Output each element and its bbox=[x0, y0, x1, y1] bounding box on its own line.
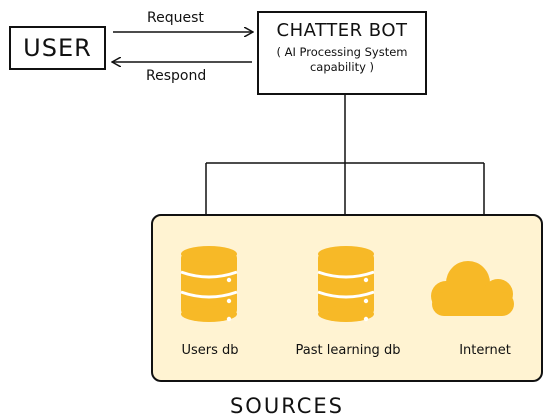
source-label-users-db: Users db bbox=[181, 343, 239, 358]
sources-title: SOURCES bbox=[229, 394, 345, 418]
chatter-bot-box: CHATTER BOT ( AI Processing System capab… bbox=[257, 11, 427, 95]
database-icon bbox=[317, 246, 375, 322]
source-label-past-learning-db: Past learning db bbox=[295, 343, 401, 358]
chatter-bot-title: CHATTER BOT bbox=[276, 20, 408, 41]
request-label: Request bbox=[147, 10, 204, 26]
user-box: USER bbox=[9, 26, 106, 70]
chatter-bot-subtitle: ( AI Processing System capability ) bbox=[276, 45, 408, 74]
respond-label: Respond bbox=[146, 68, 207, 84]
user-label: USER bbox=[23, 34, 92, 62]
cloud-icon bbox=[431, 261, 514, 316]
database-icon bbox=[180, 246, 238, 322]
source-label-internet: Internet bbox=[459, 343, 511, 358]
